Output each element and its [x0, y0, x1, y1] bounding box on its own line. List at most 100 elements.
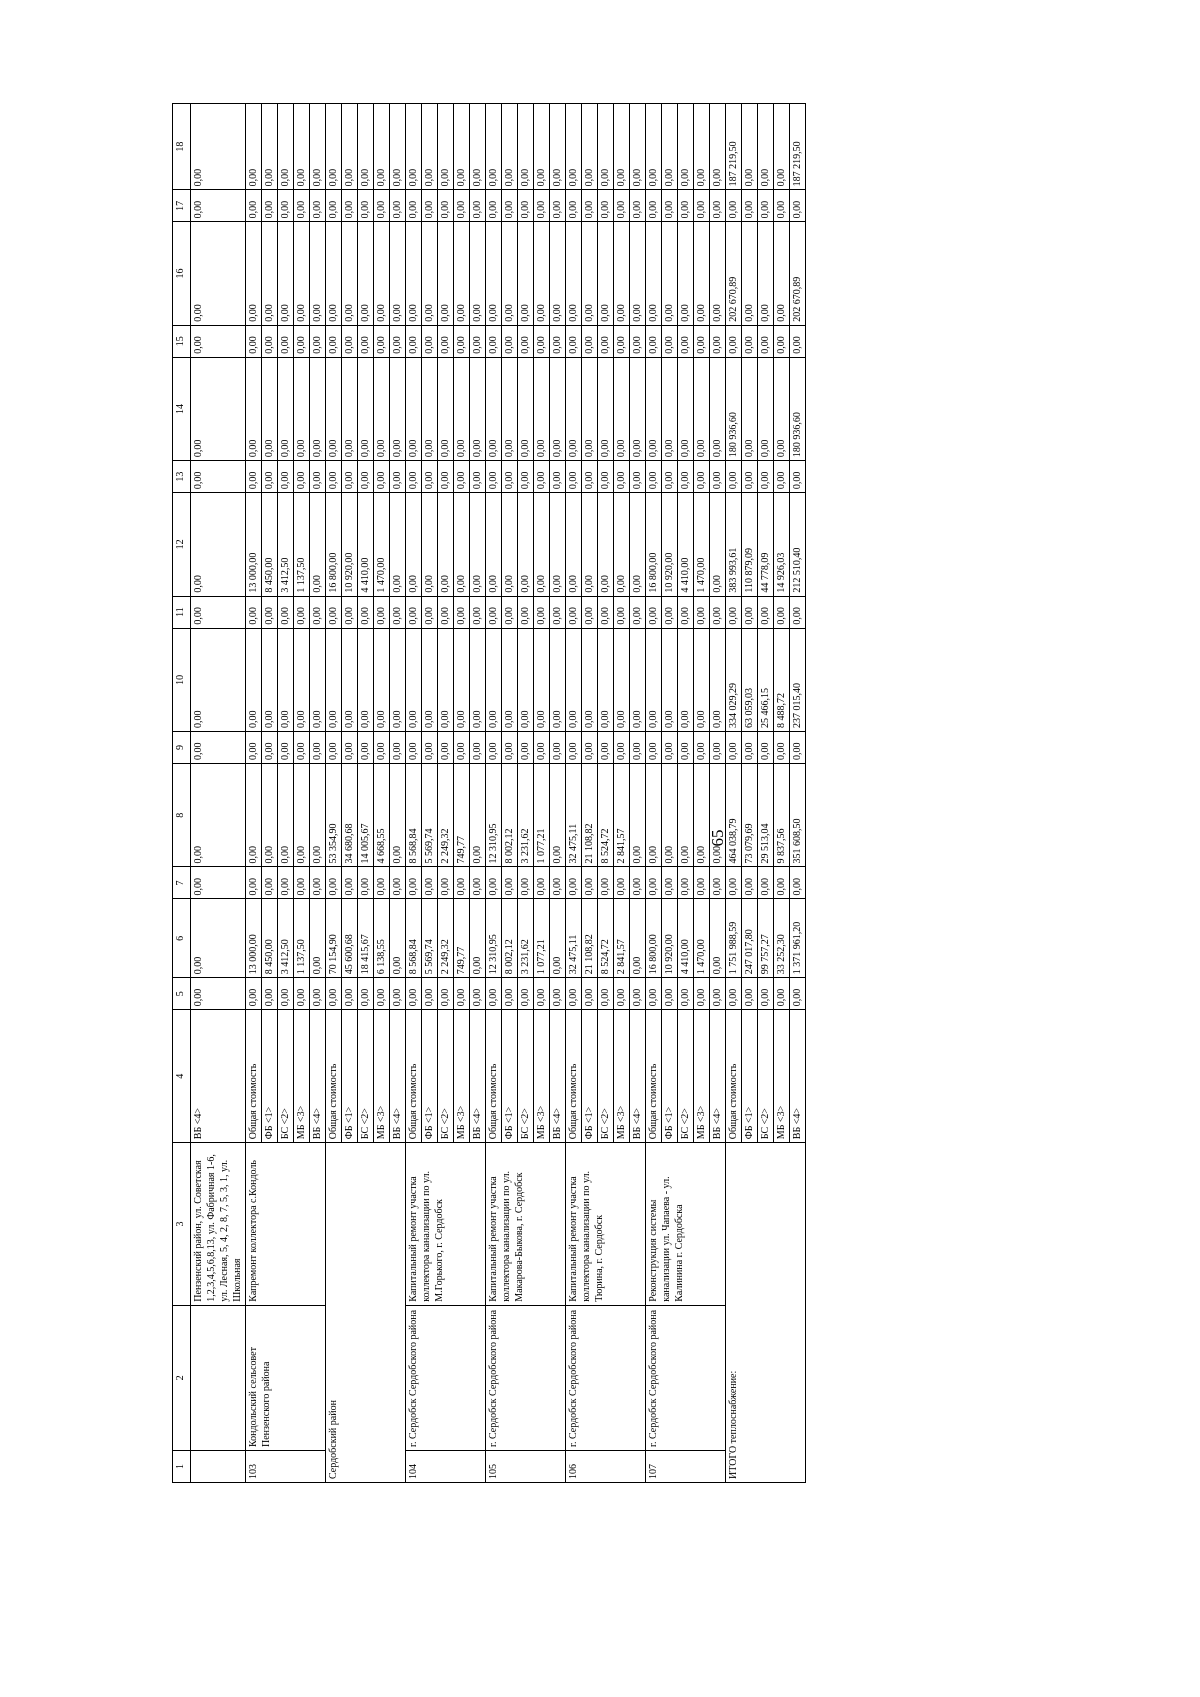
value-cell: 0,00: [485, 103, 502, 190]
funding-source: Общая стоимость: [645, 1009, 662, 1143]
header-cell: 14: [172, 357, 191, 461]
value-cell: 0,00: [421, 103, 438, 190]
value-cell: 0,00: [517, 221, 534, 326]
value-cell: 0,00: [389, 596, 406, 629]
value-cell: 0,00: [645, 628, 662, 732]
value-cell: 0,00: [469, 325, 486, 358]
header-cell: 6: [172, 898, 191, 978]
value-cell: 0,00: [661, 221, 678, 326]
value-cell: 0,00: [549, 731, 566, 764]
funding-source: МБ <3>: [533, 1009, 550, 1143]
value-cell: 0,00: [677, 460, 694, 493]
value-cell: 237 015,40: [789, 628, 806, 732]
funding-source: МБ <3>: [293, 1009, 310, 1143]
value-cell: 0,00: [421, 866, 438, 899]
value-cell: 0,00: [677, 189, 694, 222]
value-cell: 0,00: [581, 325, 598, 358]
value-cell: 0,00: [245, 460, 262, 493]
value-cell: 0,00: [309, 731, 326, 764]
value-cell: 0,00: [533, 596, 550, 629]
value-cell: 0,00: [309, 492, 326, 597]
value-cell: 0,00: [190, 596, 246, 629]
value-cell: 0,00: [405, 977, 422, 1010]
value-cell: 0,00: [613, 596, 630, 629]
row-number: 107: [645, 1450, 726, 1483]
value-cell: 13 000,00: [245, 492, 262, 597]
value-cell: 0,00: [549, 763, 566, 867]
value-cell: 5 569,74: [421, 898, 438, 978]
value-cell: 0,00: [581, 731, 598, 764]
value-cell: 0,00: [517, 325, 534, 358]
value-cell: 0,00: [757, 189, 774, 222]
value-cell: 212 510,40: [789, 492, 806, 597]
value-cell: 0,00: [501, 731, 518, 764]
funding-source: ФБ <1>: [261, 1009, 278, 1143]
header-cell: 2: [172, 1305, 191, 1451]
value-cell: 0,00: [773, 977, 790, 1010]
funding-source: БС <2>: [677, 1009, 694, 1143]
value-cell: 0,00: [597, 460, 614, 493]
value-cell: 0,00: [773, 731, 790, 764]
value-cell: 0,00: [741, 596, 758, 629]
value-cell: 0,00: [325, 628, 342, 732]
value-cell: 0,00: [517, 731, 534, 764]
value-cell: 0,00: [421, 189, 438, 222]
value-cell: 0,00: [277, 189, 294, 222]
value-cell: 0,00: [629, 898, 646, 978]
value-cell: 0,00: [389, 221, 406, 326]
funding-source: МБ <3>: [773, 1009, 790, 1143]
value-cell: 0,00: [245, 866, 262, 899]
value-cell: 0,00: [677, 731, 694, 764]
value-cell: 0,00: [245, 325, 262, 358]
value-cell: 0,00: [373, 628, 390, 732]
value-cell: 0,00: [389, 977, 406, 1010]
value-cell: 0,00: [581, 189, 598, 222]
value-cell: 3 231,62: [517, 898, 534, 978]
value-cell: 0,00: [469, 628, 486, 732]
municipality: [190, 1305, 246, 1451]
value-cell: 0,00: [629, 628, 646, 732]
funding-source: ФБ <1>: [741, 1009, 758, 1143]
value-cell: 0,00: [597, 596, 614, 629]
value-cell: 0,00: [373, 357, 390, 461]
value-cell: 0,00: [405, 866, 422, 899]
value-cell: 0,00: [629, 103, 646, 190]
funding-source: ФБ <1>: [661, 1009, 678, 1143]
value-cell: 0,00: [357, 866, 374, 899]
value-cell: 0,00: [245, 103, 262, 190]
value-cell: 10 920,00: [341, 492, 358, 597]
value-cell: 0,00: [261, 628, 278, 732]
value-cell: 0,00: [373, 977, 390, 1010]
value-cell: 0,00: [405, 460, 422, 493]
funding-source: БС <2>: [757, 1009, 774, 1143]
value-cell: 0,00: [533, 492, 550, 597]
value-cell: 0,00: [325, 596, 342, 629]
value-cell: 3 412,50: [277, 492, 294, 597]
value-cell: 2 841,57: [613, 763, 630, 867]
value-cell: 0,00: [517, 357, 534, 461]
value-cell: 0,00: [389, 763, 406, 867]
value-cell: 0,00: [709, 596, 726, 629]
value-cell: 247 017,80: [741, 898, 758, 978]
value-cell: 0,00: [693, 460, 710, 493]
value-cell: 0,00: [309, 628, 326, 732]
funding-source: МБ <3>: [453, 1009, 470, 1143]
value-cell: 0,00: [501, 977, 518, 1010]
value-cell: 0,00: [277, 357, 294, 461]
value-cell: 0,00: [245, 357, 262, 461]
value-cell: 8 450,00: [261, 492, 278, 597]
value-cell: 0,00: [277, 763, 294, 867]
value-cell: 0,00: [741, 866, 758, 899]
value-cell: 0,00: [405, 103, 422, 190]
value-cell: 0,00: [469, 763, 486, 867]
value-cell: 0,00: [533, 325, 550, 358]
value-cell: 0,00: [565, 357, 582, 461]
value-cell: 0,00: [677, 221, 694, 326]
value-cell: 0,00: [325, 460, 342, 493]
value-cell: 25 466,15: [757, 628, 774, 732]
value-cell: 0,00: [629, 763, 646, 867]
value-cell: 180 936,60: [789, 357, 806, 461]
